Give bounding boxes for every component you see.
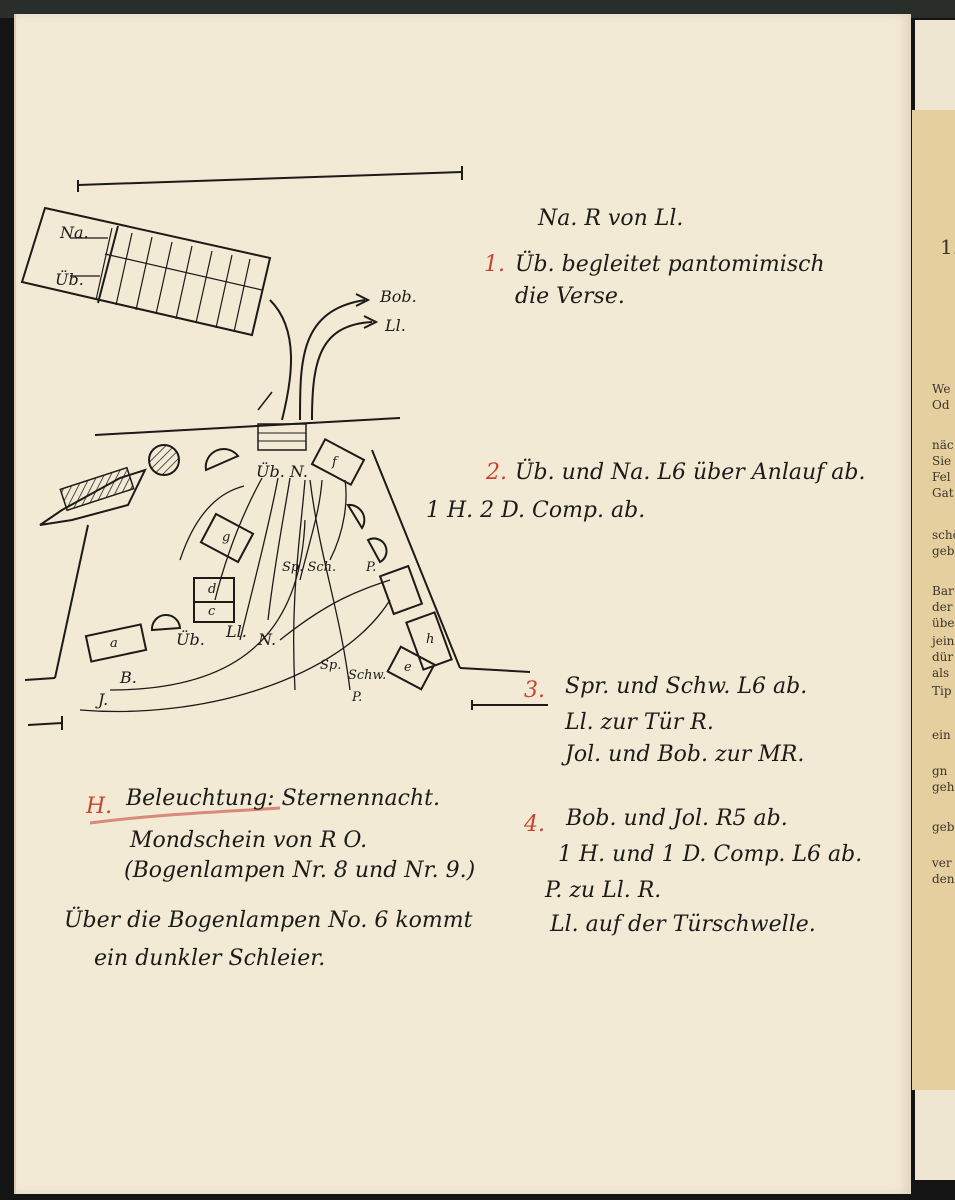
label-ub-n: Üb. N. xyxy=(256,462,308,481)
strip-word: näc xyxy=(932,438,954,452)
strip-word: ein xyxy=(932,728,951,742)
label-box-d: d xyxy=(208,582,216,597)
note-4-line-4: Ll. auf der Türschwelle. xyxy=(550,912,816,937)
box-h xyxy=(380,566,422,614)
strip-word: Fel xyxy=(932,470,951,484)
note-2-line-1: Üb. und Na. L6 über Anlauf ab. xyxy=(515,460,865,485)
label-box-h: h xyxy=(426,632,434,647)
strip-word: jein xyxy=(932,634,954,648)
label-ll: Ll. xyxy=(385,316,406,335)
note-1-line-1: Üb. begleitet pantomimisch xyxy=(515,252,825,277)
label-na: Na. xyxy=(60,223,89,242)
lighting-line-5: ein dunkler Schleier. xyxy=(94,946,325,971)
note-2-number: 2. xyxy=(486,460,507,485)
label-ll2: Ll. xyxy=(226,622,247,641)
strip-word: der xyxy=(932,600,953,614)
strip-word: geh xyxy=(932,780,955,794)
label-schw: Schw. xyxy=(348,668,386,683)
label-box-c: c xyxy=(208,604,215,619)
label-n: N. xyxy=(258,630,276,649)
label-box-a: a xyxy=(110,636,118,651)
strip-word: übe xyxy=(932,616,955,630)
lighting-line-4: Über die Bogenlampen No. 6 kommt xyxy=(64,908,472,933)
lighting-marker: H. xyxy=(86,794,112,819)
label-sp: Sp. xyxy=(320,658,341,673)
note-1-line-2: die Verse. xyxy=(515,284,625,309)
note-3-line-1: Spr. und Schw. L6 ab. xyxy=(565,674,807,699)
label-sp-sch: Sp. Sch. xyxy=(282,560,336,575)
lighting-line-3: (Bogenlampen Nr. 8 und Nr. 9.) xyxy=(124,858,475,883)
strip-word: als xyxy=(932,666,949,680)
box-f xyxy=(312,439,364,484)
strip-word: ver xyxy=(932,856,952,870)
note-1-number: 1. xyxy=(484,252,505,277)
label-j2: J. xyxy=(98,690,108,709)
label-box-g: g xyxy=(222,530,230,545)
strip-word: schö xyxy=(932,528,955,542)
label-ub2: Üb. xyxy=(176,630,205,649)
note-header: Na. R von Ll. xyxy=(538,206,683,231)
lighting-line-1: Beleuchtung: Sternennacht. xyxy=(126,786,440,811)
label-b: B. xyxy=(120,668,137,687)
strip-word: We xyxy=(932,382,950,396)
label-ub: Üb. xyxy=(55,270,84,289)
note-3-line-3: Jol. und Bob. zur MR. xyxy=(565,742,804,767)
round-element xyxy=(149,445,179,475)
strip-word: geb xyxy=(932,820,954,834)
note-3-line-2: Ll. zur Tür R. xyxy=(565,710,714,735)
strip-word: Gat xyxy=(932,486,954,500)
stair-steps xyxy=(70,228,262,332)
path-ramp-down xyxy=(270,300,291,420)
strip-word: dür xyxy=(932,650,953,664)
strip-word: Bar xyxy=(932,584,954,598)
note-4-line-2: 1 H. und 1 D. Comp. L6 ab. xyxy=(558,842,862,867)
label-bob: Bob. xyxy=(380,287,417,306)
right-wall xyxy=(372,450,460,668)
strip-word: geb xyxy=(932,544,954,558)
strip-word: den xyxy=(932,872,955,886)
lighting-line-2: Mondschein von R O. xyxy=(130,828,367,853)
label-p2: P. xyxy=(352,690,362,705)
strip-word: Sie xyxy=(932,454,951,468)
half-circle-1 xyxy=(206,449,238,470)
note-2-line-2: 1 H. 2 D. Comp. ab. xyxy=(426,498,645,523)
left-wall xyxy=(55,525,88,678)
label-box-e: e xyxy=(404,660,412,675)
back-wall xyxy=(95,418,400,435)
label-box-f: f xyxy=(332,455,337,470)
note-4-line-3: P. zu Ll. R. xyxy=(545,878,661,903)
label-p: P. xyxy=(366,560,376,575)
strip-word: Od xyxy=(932,398,950,412)
note-3-number: 3. xyxy=(524,678,545,703)
strip-word: gn xyxy=(932,764,947,778)
scale-bar xyxy=(78,172,462,185)
note-4-number: 4. xyxy=(524,812,545,837)
note-4-line-1: Bob. und Jol. R5 ab. xyxy=(566,806,788,831)
strip-word: Tip xyxy=(932,684,952,698)
strip-mark: 1. xyxy=(940,235,955,259)
